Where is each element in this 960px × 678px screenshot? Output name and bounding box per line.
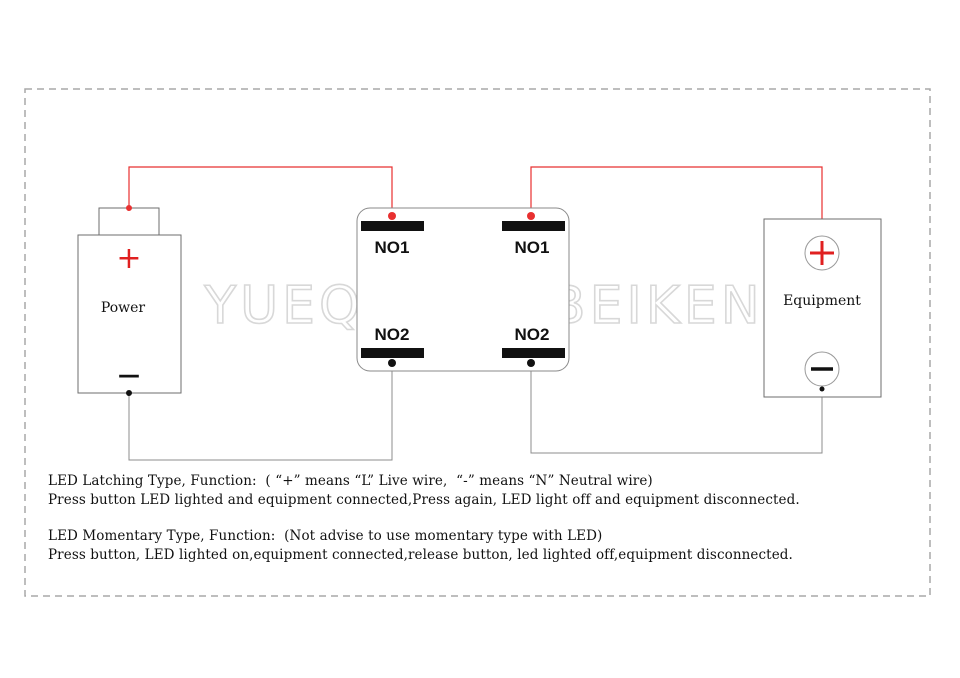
power-plus-sign: + — [116, 241, 141, 276]
no1-right-red-dot — [527, 212, 535, 220]
power-cap — [98, 207, 160, 236]
no2-right-black-dot — [527, 359, 535, 367]
latching-title: LED Latching Type, Function: ( “+” means… — [48, 473, 653, 489]
power-minus-sign: — — [118, 363, 140, 388]
power-minus-terminal-dot — [126, 390, 132, 396]
power-plus-terminal-dot — [126, 205, 132, 211]
wire-power-minus-to-no2 — [128, 363, 393, 461]
wire-power-to-no1 — [128, 166, 393, 216]
equipment: Equipment — [763, 218, 882, 398]
no2-left-label: NO2 — [375, 325, 410, 344]
no2-right-terminal — [502, 348, 565, 358]
wire-no2-to-equipment-minus — [530, 363, 823, 454]
push-button-switch: NO1 NO1 NO2 NO2 — [356, 207, 570, 372]
latching-description: Press button LED lighted and equipment c… — [48, 492, 800, 508]
no1-right-terminal — [502, 221, 565, 231]
no1-left-label: NO1 — [375, 238, 410, 257]
no2-right-label: NO2 — [515, 325, 550, 344]
no1-left-terminal — [361, 221, 424, 231]
no1-left-red-dot — [388, 212, 396, 220]
equipment-minus-dot — [819, 386, 825, 392]
equipment-label: Equipment — [783, 293, 861, 309]
no2-left-black-dot — [388, 359, 396, 367]
switch-body — [356, 207, 570, 372]
no1-right-label: NO1 — [515, 238, 550, 257]
momentary-title: LED Momentary Type, Function: (Not advis… — [48, 528, 603, 544]
no2-left-terminal — [361, 348, 424, 358]
power-label: Power — [101, 300, 146, 316]
wire-no1-to-equipment — [530, 166, 823, 236]
momentary-description: Press button, LED lighted on,equipment c… — [48, 547, 793, 563]
power-supply: + Power — — [77, 205, 182, 396]
dashed-frame — [24, 88, 931, 597]
